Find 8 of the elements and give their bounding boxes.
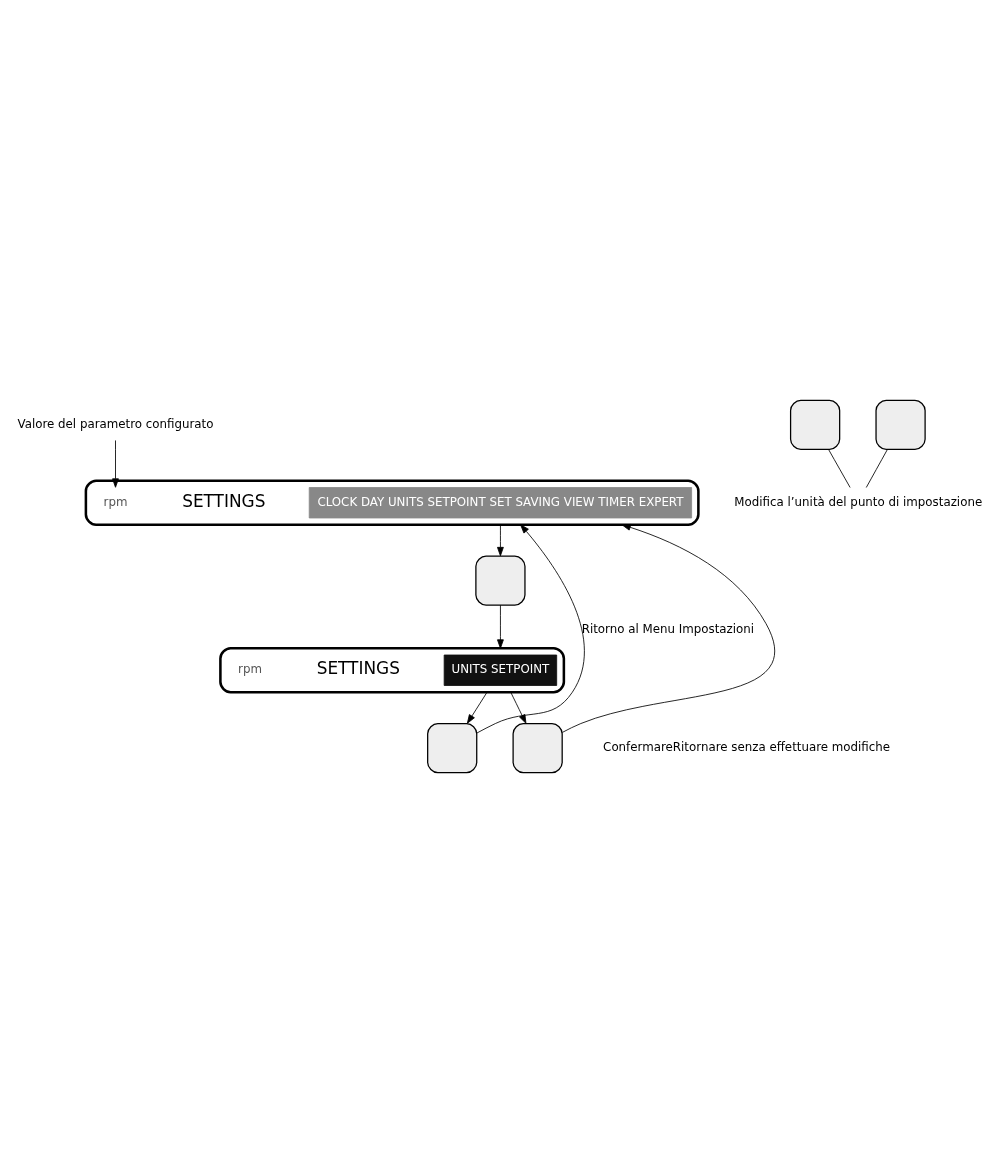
node-text: Valore del parametro configurato — [17, 417, 214, 432]
label: ConfermareRitornare senza effettuare modifiche — [603, 740, 891, 755]
node-text: rpm — [238, 662, 262, 677]
edge-label: Ritorno al Menu Impostazioni — [581, 622, 755, 637]
node-text: SETTINGS — [316, 658, 400, 679]
node-text: Modifica l’unità del punto di impostazione — [734, 494, 983, 509]
node-text: SETTINGS — [182, 490, 266, 511]
node-text: rpm — [103, 494, 128, 509]
